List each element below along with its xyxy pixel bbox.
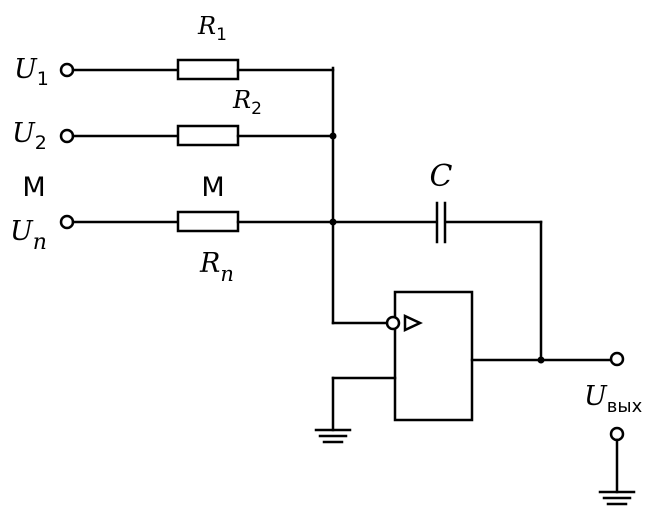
ellipsis-mark-middle: M [201,172,224,203]
resistor-label-r2: R2 [232,86,262,119]
output-ground-terminal[interactable] [609,426,625,442]
output-label: Uвых [584,381,643,417]
capacitor-c [435,201,447,244]
input-branch-n: Un Rn [10,210,335,286]
op-amp-triangle-icon [403,314,423,332]
output-junction-dot [537,356,545,364]
input-label-1: U1 [14,54,49,90]
input-branch-2: U2 R2 [12,86,335,154]
resistor-label-rn: Rn [199,248,234,286]
junction-dot-2 [329,132,337,140]
input-terminal-n[interactable] [59,214,75,230]
input-label-2: U2 [12,118,47,154]
ground-icon-input [314,428,352,444]
inverting-input-marker [385,315,401,331]
input-branch-1: U1 R1 [14,12,335,90]
input-label-n: Un [10,216,47,255]
input-terminal-1[interactable] [59,62,75,78]
ellipsis-mark-left: M [22,172,45,203]
op-amp-body [393,290,474,422]
resistor-rn [176,210,240,233]
capacitor-label: C [430,159,453,194]
resistor-label-r1: R1 [197,12,227,45]
output-terminal[interactable] [609,351,625,367]
ground-icon-output [598,490,636,506]
resistor-r2 [176,124,240,147]
resistor-r1 [176,58,240,81]
op-amp [385,290,474,422]
input-terminal-2[interactable] [59,128,75,144]
